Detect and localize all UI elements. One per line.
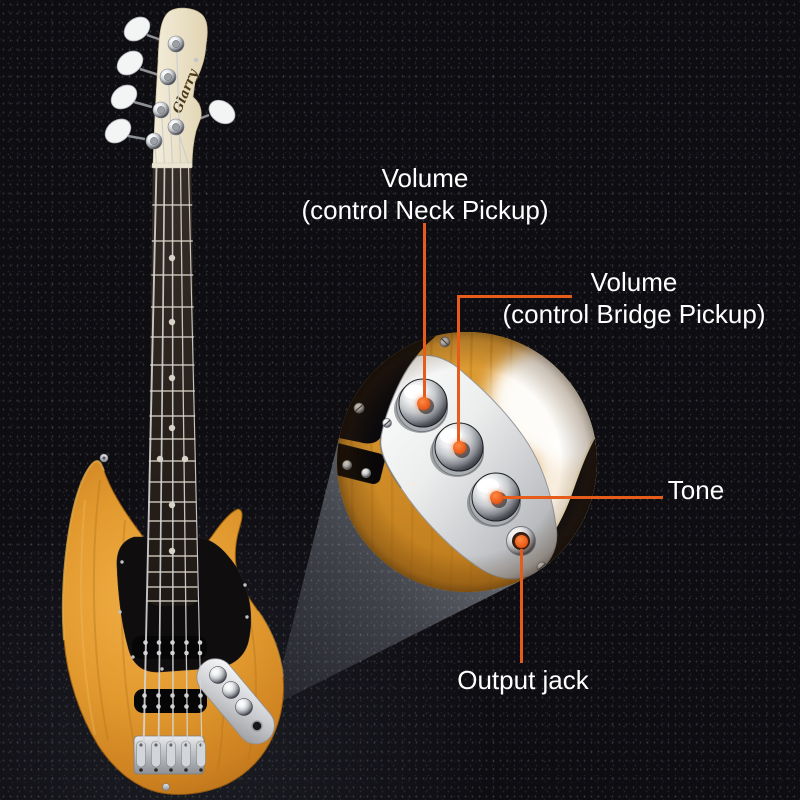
headstock-face <box>152 7 208 168</box>
neck-pickup <box>132 636 207 659</box>
bridge <box>133 735 206 775</box>
tone-knob <box>235 698 253 716</box>
tuner-paddles <box>104 16 236 144</box>
volume-knob-neck <box>209 666 227 684</box>
callout-dot-output-jack <box>514 534 528 548</box>
callout-line-tone <box>497 496 663 499</box>
output-jack <box>251 720 263 732</box>
callout-dot-bridge-volume <box>452 440 466 454</box>
label-line-1: Volume <box>590 267 678 297</box>
magnified-control-area <box>337 332 597 592</box>
headstock: Glarry <box>104 7 236 169</box>
strap-button-top <box>99 453 109 463</box>
magnifier-vignette <box>337 332 597 592</box>
callout-label-neck-volume: Volume (control Neck Pickup) <box>301 162 548 226</box>
wood-grain <box>80 479 257 771</box>
callout-line-neck-volume <box>422 223 426 403</box>
callout-dot-neck-volume <box>416 396 430 410</box>
label-line-2: (control Neck Pickup) <box>301 195 549 225</box>
label-line-2: (control Bridge Pickup) <box>502 299 766 329</box>
callout-line-bridge-volume-horizontal <box>457 295 572 298</box>
control-plate <box>196 658 275 745</box>
callout-dot-tone <box>489 490 503 504</box>
label-line-1: Volume <box>381 163 469 193</box>
string-tree <box>193 57 199 63</box>
callout-label-bridge-volume: Volume (control Bridge Pickup) <box>503 266 766 330</box>
volume-knob-bridge <box>222 681 240 699</box>
magnifier-circle <box>337 332 597 592</box>
callout-line-bridge-volume-vertical <box>457 295 460 448</box>
strings <box>142 165 203 753</box>
strap-button-bottom <box>162 783 170 791</box>
headstock-strings <box>153 43 190 165</box>
callout-label-output-jack: Output jack <box>457 665 589 695</box>
tuner-posts <box>145 35 185 150</box>
callout-label-tone: Tone <box>667 475 725 505</box>
callout-line-output-jack <box>520 549 523 663</box>
nut <box>151 162 193 169</box>
